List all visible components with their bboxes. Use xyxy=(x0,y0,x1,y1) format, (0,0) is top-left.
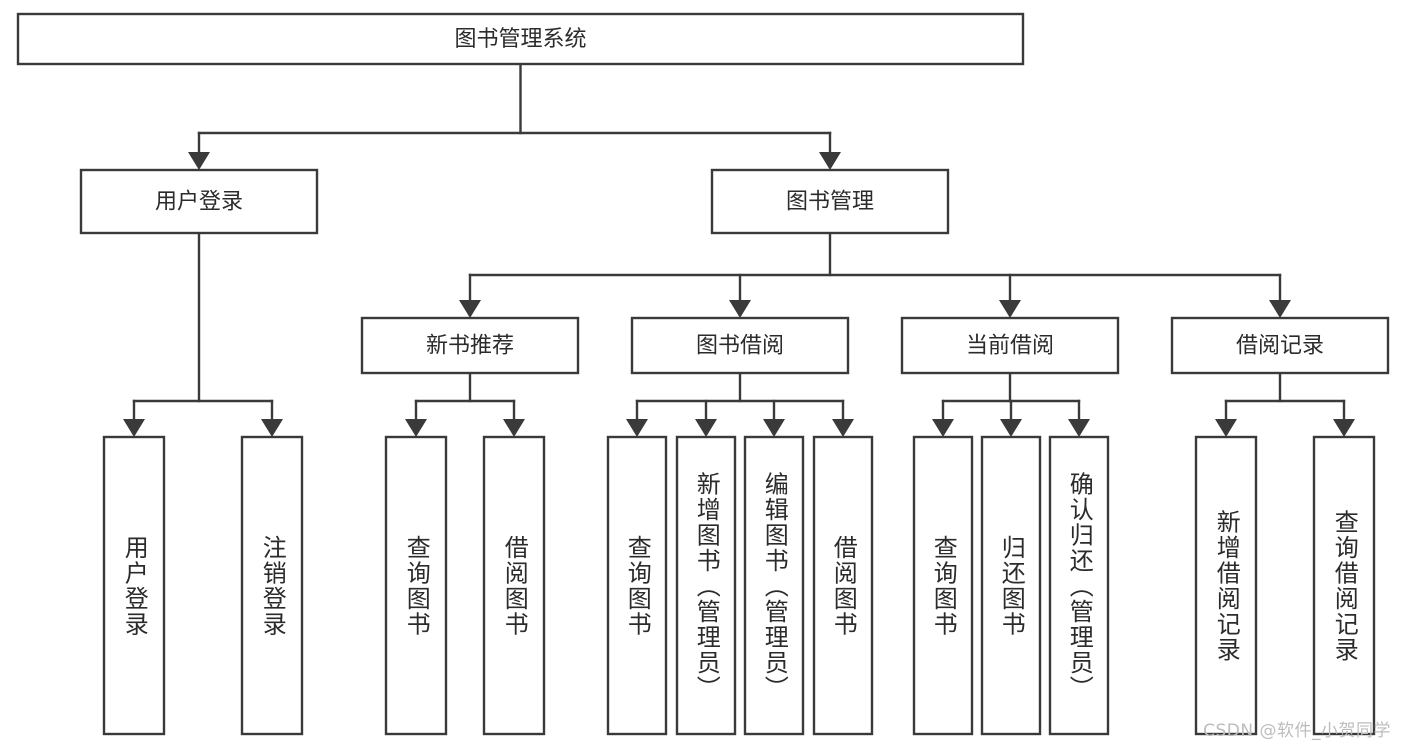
arrow-head xyxy=(999,300,1021,318)
node-box-leaf_6[interactable] xyxy=(675,435,737,736)
node-box-l2_c[interactable] xyxy=(900,316,1120,375)
node-box-l2_a[interactable] xyxy=(360,316,580,375)
node-box-leaf_7[interactable] xyxy=(743,435,805,736)
arrow-head xyxy=(459,300,481,318)
node-box-l1_b[interactable] xyxy=(710,168,950,235)
arrow-head xyxy=(626,419,648,437)
arrow-head xyxy=(405,419,427,437)
node-label-l2_b: 图书借阅 xyxy=(696,334,784,359)
arrow-head xyxy=(261,419,283,437)
node-box-leaf_13[interactable] xyxy=(1312,435,1376,736)
node-box-leaf_4[interactable] xyxy=(482,435,546,736)
node-box-leaf_8[interactable] xyxy=(812,435,874,736)
node-label-l1_b: 图书管理 xyxy=(786,190,874,215)
node-label-root: 图书管理系统 xyxy=(454,27,586,52)
node-box-leaf_1[interactable] xyxy=(102,435,166,736)
node-box-leaf_12[interactable] xyxy=(1194,435,1258,736)
node-label-l2_c: 当前借阅 xyxy=(966,334,1054,359)
node-label-l2_d: 借阅记录 xyxy=(1236,334,1324,359)
arrow-head xyxy=(1068,419,1090,437)
csdn-watermark: CSDN @软件_小贺同学 xyxy=(1203,721,1391,741)
node-box-l2_d[interactable] xyxy=(1170,316,1390,375)
edges-layer xyxy=(123,62,1355,437)
arrow-head xyxy=(832,419,854,437)
node-label-l2_a: 新书推荐 xyxy=(426,334,514,359)
node-label-l1_a: 用户登录 xyxy=(155,190,243,215)
arrow-head xyxy=(932,419,954,437)
arrow-head xyxy=(1215,419,1237,437)
node-box-leaf_11[interactable] xyxy=(1048,435,1110,736)
arrow-head xyxy=(123,419,145,437)
node-box-l2_b[interactable] xyxy=(630,316,850,375)
boxes-layer xyxy=(16,12,1390,736)
node-box-l1_a[interactable] xyxy=(79,168,319,235)
node-box-leaf_3[interactable] xyxy=(384,435,448,736)
arrow-head xyxy=(729,300,751,318)
node-box-root[interactable] xyxy=(16,12,1025,66)
node-box-leaf_5[interactable] xyxy=(606,435,668,736)
arrow-head xyxy=(695,419,717,437)
arrow-head xyxy=(503,419,525,437)
node-box-leaf_2[interactable] xyxy=(240,435,304,736)
node-box-leaf_10[interactable] xyxy=(980,435,1042,736)
arrow-head xyxy=(1333,419,1355,437)
arrow-head xyxy=(1269,300,1291,318)
arrow-head xyxy=(1000,419,1022,437)
arrow-head xyxy=(819,152,841,170)
arrow-head xyxy=(763,419,785,437)
node-box-leaf_9[interactable] xyxy=(912,435,974,736)
arrow-head xyxy=(188,152,210,170)
